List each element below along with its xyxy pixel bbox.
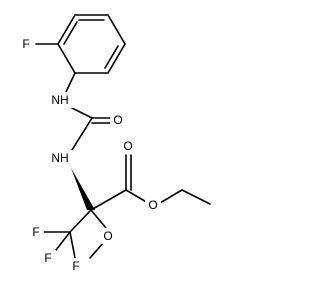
- bond-nh-carbonyl: [71, 107, 93, 119]
- bond-c-cf3: [69, 209, 92, 233]
- atom-o-urea: O: [110, 112, 126, 128]
- svg-text:F: F: [72, 259, 79, 273]
- atom-f-cf3-b: F: [40, 250, 56, 266]
- bond-ester-c-o: [125, 189, 149, 204]
- bond-c-ester-carbon: [90, 189, 127, 211]
- atom-f-aryl: F: [18, 36, 34, 52]
- atom-o-methoxy: O: [100, 228, 116, 244]
- svg-text:O: O: [148, 198, 157, 212]
- bond-methoxy-methyl: [89, 241, 105, 259]
- bond-carbonyl-nh: [71, 117, 93, 151]
- atom-o-ester: O: [145, 197, 161, 213]
- benzene-ring: [57, 14, 126, 74]
- stereo-wedge-bond: [71, 168, 95, 210]
- svg-text:F: F: [22, 37, 29, 51]
- bond-aryl-nh: [65, 72, 76, 93]
- bond-cf3-f-c: [69, 231, 76, 259]
- structure-diagram: F NH O NH O O O F F F: [18, 14, 211, 274]
- svg-text:NH: NH: [51, 93, 68, 107]
- atom-o-ester-carbonyl: O: [120, 138, 136, 154]
- svg-text:O: O: [123, 139, 132, 153]
- atom-f-cf3-a: F: [28, 224, 44, 240]
- bond-c-o-methoxy: [90, 209, 107, 229]
- bond-cf3-f-b: [55, 231, 71, 251]
- svg-text:F: F: [44, 251, 51, 265]
- svg-text:O: O: [103, 229, 112, 243]
- svg-text:O: O: [113, 113, 122, 127]
- svg-text:F: F: [32, 225, 39, 239]
- atom-nh-top: NH: [46, 92, 74, 108]
- atom-nh-mid: NH: [46, 150, 74, 166]
- bond-o-ethyl: [159, 189, 183, 204]
- bond-ethyl: [181, 189, 211, 205]
- atom-f-cf3-c: F: [68, 258, 84, 274]
- svg-text:NH: NH: [51, 151, 68, 165]
